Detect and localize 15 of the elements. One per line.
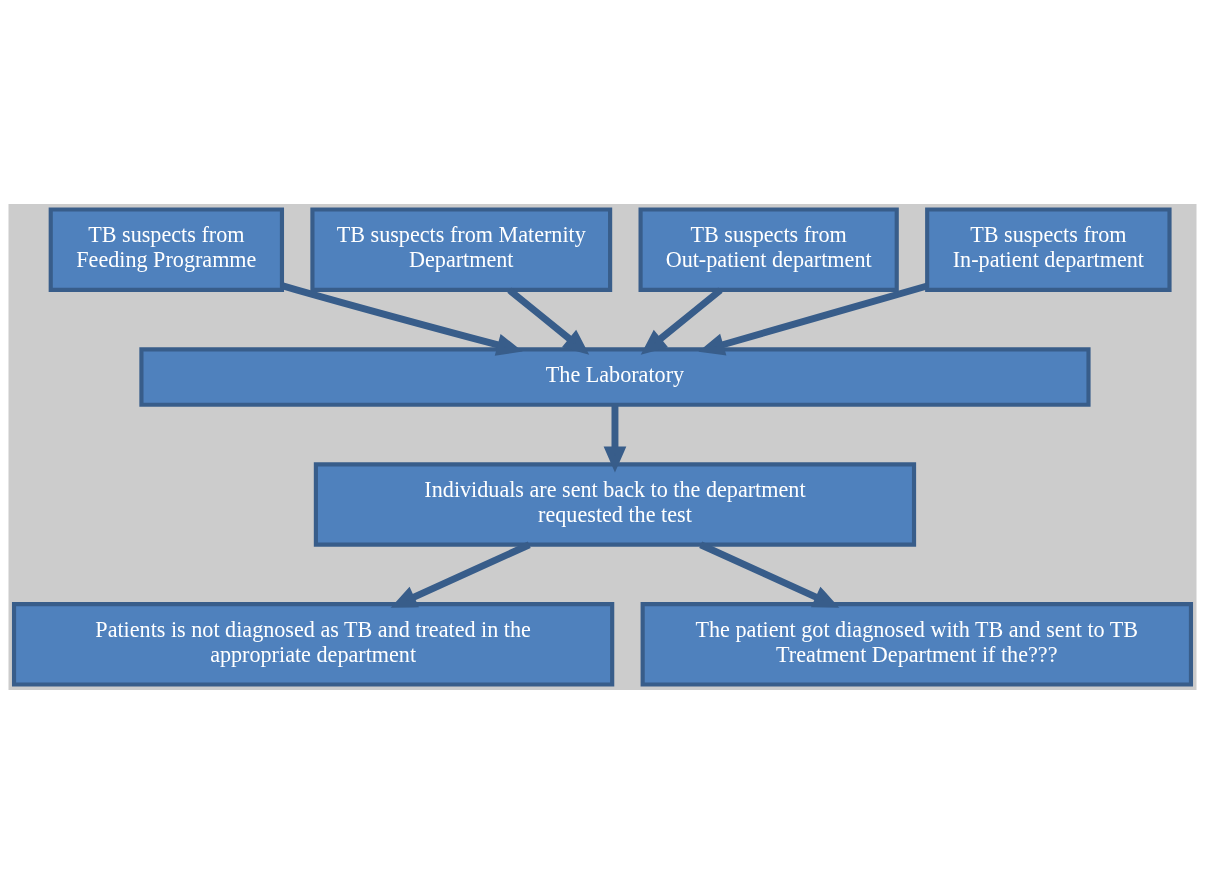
node-box: The Laboratory bbox=[139, 346, 1091, 407]
arrow bbox=[603, 404, 627, 473]
node-box: Individuals are sent back to the department requested the test bbox=[313, 461, 917, 547]
arrow bbox=[698, 282, 928, 355]
node-box: TB suspects from Feeding Programme bbox=[48, 206, 285, 292]
arrow bbox=[640, 286, 723, 355]
arrow bbox=[699, 541, 840, 608]
arrow bbox=[507, 286, 590, 355]
arrow bbox=[281, 281, 523, 356]
arrow bbox=[390, 541, 531, 608]
node-box: TB suspects from Out-patient department bbox=[638, 206, 899, 292]
node-box: The patient got diagnosed with TB and sent to TB Treatment Department if the??? bbox=[640, 601, 1194, 687]
node-box: Patients is not diagnosed as TB and treated in the appropriate department bbox=[11, 601, 615, 687]
node-box: TB suspects from Maternity Department bbox=[310, 206, 613, 292]
node-box: TB suspects from In-patient department bbox=[925, 206, 1172, 292]
